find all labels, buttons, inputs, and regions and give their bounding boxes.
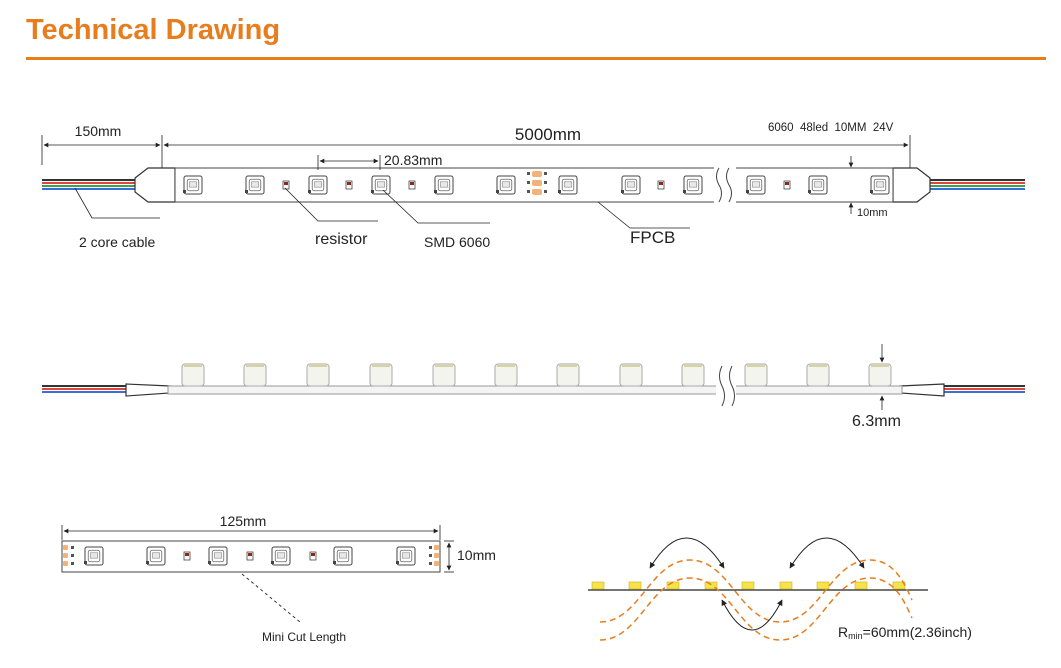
bend-led-8 (854, 581, 868, 590)
cut-led-4 (271, 546, 291, 566)
side-led-6 (494, 363, 518, 387)
led-7 (558, 175, 578, 195)
cut-leader-line (241, 573, 301, 623)
cut-resistor-3 (309, 551, 317, 561)
cut-led-1 (84, 546, 104, 566)
led-1 (183, 175, 203, 195)
width-label: 10mm (857, 207, 888, 219)
side-strip-body (167, 385, 903, 395)
bend-arrow-1 (649, 537, 725, 569)
right-cable (892, 167, 1025, 203)
led-pitch-label: 20.83mm (384, 152, 442, 168)
side-led-3 (306, 363, 330, 387)
cut-resistor-1 (183, 551, 191, 561)
led-6 (496, 175, 516, 195)
side-view: 6.3mm (42, 344, 1025, 430)
bend-radius-label: Rmin=60mm(2.36inch) (838, 624, 972, 641)
bend-led-5 (741, 581, 755, 590)
page-title: Technical Drawing (26, 14, 281, 46)
top-break-mark (714, 166, 736, 204)
height-label: 6.3mm (852, 413, 901, 430)
resistor-3 (408, 180, 416, 190)
cut-led-3 (208, 546, 228, 566)
bend-diagram: Rmin=60mm(2.36inch) (588, 537, 972, 641)
side-led-2 (243, 363, 267, 387)
led-pitch-dimension: 20.83mm (317, 152, 442, 170)
cut-right-pads (429, 545, 439, 566)
total-length-dimension: 5000mm (163, 125, 911, 168)
bend-led-6 (779, 581, 793, 590)
top-view: 150mm 5000mm 6060 48led 10MM 24V 20.83mm… (41, 122, 1025, 250)
top-led-group (183, 175, 890, 195)
cut-length-label: 125mm (220, 513, 267, 529)
cut-left-pads (63, 545, 74, 566)
led-8 (621, 175, 641, 195)
height-dimension: 6.3mm (852, 344, 901, 430)
title-underline (26, 57, 1046, 60)
side-led-12 (868, 363, 892, 387)
side-break-mark (716, 364, 736, 408)
side-led-group (181, 363, 892, 387)
bend-arrow-3 (721, 599, 783, 631)
side-left-sleeve (125, 383, 171, 397)
led-callout-label: SMD 6060 (424, 234, 490, 250)
side-led-1 (181, 363, 205, 387)
left-cable (42, 167, 176, 203)
led-3 (308, 175, 328, 195)
total-length-label: 5000mm (515, 125, 581, 144)
side-led-7 (556, 363, 580, 387)
spec-label: 6060 48led 10MM 24V (768, 122, 894, 134)
cut-led-6 (396, 546, 416, 566)
cut-led-group (84, 546, 416, 566)
resistor-2 (345, 180, 353, 190)
width-dimension: 10mm (848, 156, 888, 219)
bend-led-group (591, 581, 906, 590)
cut-resistor-group (183, 551, 317, 561)
led-10 (746, 175, 766, 195)
led-5 (434, 175, 454, 195)
bend-led-7 (816, 581, 830, 590)
cable-length-label: 150mm (75, 123, 122, 139)
cable-callout-label: 2 core cable (79, 234, 155, 250)
bend-arrow-2 (789, 537, 865, 569)
cut-resistor-2 (246, 551, 254, 561)
bend-led-1 (591, 581, 605, 590)
cut-led-2 (146, 546, 166, 566)
side-led-10 (744, 363, 768, 387)
cut-callout-label: Mini Cut Length (262, 630, 346, 644)
left-connector-sleeve (134, 167, 176, 203)
cut-led-5 (333, 546, 353, 566)
callouts: 2 core cable resistor SMD 6060 FPCB (74, 187, 690, 250)
cut-view: 125mm 10mm Mini Cut Length (61, 513, 496, 644)
bend-led-2 (628, 581, 642, 590)
cable-length-dimension: 150mm (41, 123, 163, 168)
side-led-11 (806, 363, 830, 387)
side-led-4 (369, 363, 393, 387)
resistor-callout-label: resistor (315, 231, 368, 248)
resistor-5 (783, 180, 791, 190)
led-2 (245, 175, 265, 195)
bend-curve-upper (599, 559, 913, 623)
pcb-callout-label: FPCB (630, 228, 675, 247)
right-connector-sleeve (892, 167, 931, 203)
top-resistor-group (282, 180, 791, 190)
side-led-9 (681, 363, 705, 387)
bend-curve-lower (599, 577, 913, 641)
led-12 (870, 175, 890, 195)
side-right-sleeve (899, 383, 945, 397)
top-cut-pads (527, 171, 547, 195)
led-11 (808, 175, 828, 195)
resistor-4 (657, 180, 665, 190)
cut-length-dimension: 125mm (61, 513, 441, 540)
bend-led-4 (704, 581, 718, 590)
cut-width-dimension: 10mm (444, 540, 496, 573)
resistor-1 (282, 180, 290, 190)
side-led-5 (432, 363, 456, 387)
cut-width-label: 10mm (457, 547, 496, 563)
side-led-8 (619, 363, 643, 387)
led-9 (683, 175, 703, 195)
led-4 (371, 175, 391, 195)
